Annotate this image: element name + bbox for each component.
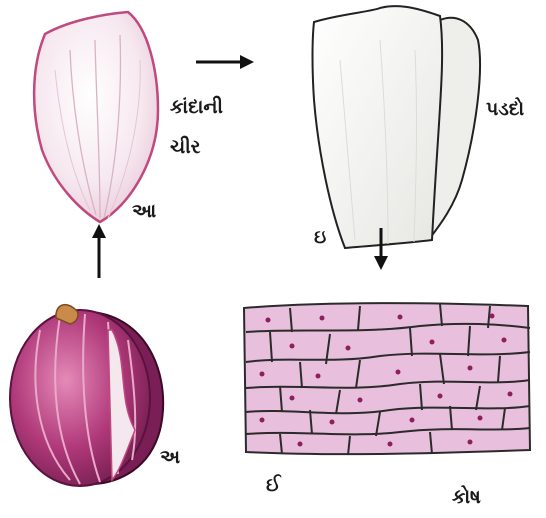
arrow-up-icon (92, 224, 106, 278)
arrow-right-icon (196, 55, 254, 69)
label-e-top: ઇ (314, 226, 326, 248)
onion-bulb (10, 305, 163, 486)
label-e-bottom: ઈ (266, 474, 281, 496)
onion-scale (34, 12, 158, 222)
label-onion-piece-line2: ચીર (170, 136, 200, 158)
label-aa: આ (132, 200, 156, 222)
onion-layer (313, 6, 481, 248)
label-cell: કોષ (452, 486, 481, 508)
cell-tissue (244, 303, 530, 455)
label-a: અ (160, 446, 180, 468)
label-layer: પડદો (486, 98, 524, 120)
label-onion-piece-line1: કાંદાની (170, 96, 223, 118)
